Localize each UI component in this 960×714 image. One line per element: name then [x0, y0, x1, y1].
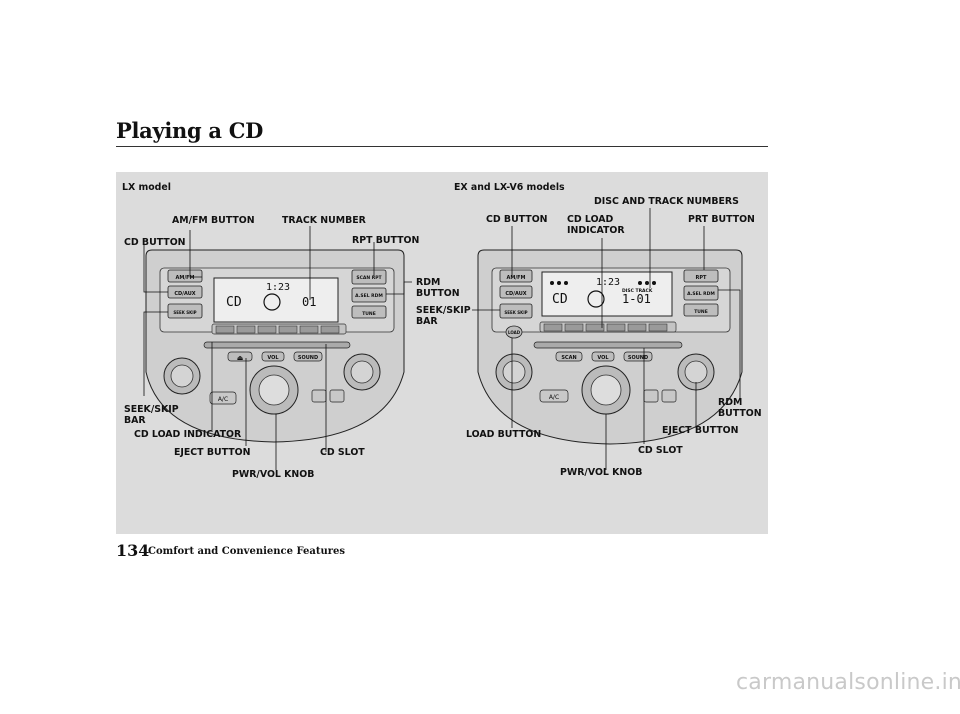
- radio-illustration: CD 01 1:23 AM/FM CD/AUX SEEK SKIP SCAN R…: [143, 208, 743, 470]
- lx-label-pwr-vol-knob: PWR/VOL KNOB: [232, 469, 315, 480]
- svg-text:⏏: ⏏: [237, 354, 244, 362]
- ex-heading: EX and LX-V6 models: [454, 182, 565, 193]
- lx-label-eject-button: EJECT BUTTON: [174, 447, 251, 458]
- svg-text:RPT: RPT: [696, 275, 708, 281]
- section-footer: Comfort and Convenience Features: [148, 546, 346, 557]
- svg-text:A/C: A/C: [549, 394, 559, 401]
- lx-label-seek-skip-bar: SEEK/SKIP BAR: [124, 404, 179, 426]
- ex-label-prt-button: PRT BUTTON: [688, 214, 755, 225]
- lx-display-track: 01: [302, 295, 316, 309]
- ex-label-seek-skip-bar: SEEK/SKIP BAR: [416, 305, 471, 327]
- lx-label-rdm-button: RDM BUTTON: [416, 277, 460, 299]
- ex-display-disc-track: 1-01: [622, 292, 651, 306]
- lx-label-rpt-button: RPT BUTTON: [352, 235, 420, 246]
- svg-text:A/C: A/C: [218, 396, 228, 403]
- svg-text:SEEK SKIP: SEEK SKIP: [504, 310, 527, 315]
- lx-leader-lines: [143, 226, 412, 470]
- svg-text:AM/FM: AM/FM: [506, 275, 525, 281]
- svg-text:SCAN: SCAN: [561, 355, 576, 361]
- page-number: 134: [116, 541, 150, 560]
- ex-display-time: 1:23: [596, 277, 620, 288]
- svg-text:DISC TRACK: DISC TRACK: [622, 288, 653, 294]
- lx-label-cd-slot: CD SLOT: [320, 447, 365, 458]
- svg-text:A.SEL RDM: A.SEL RDM: [687, 291, 715, 297]
- svg-text:VOL: VOL: [597, 355, 609, 361]
- svg-text:SOUND: SOUND: [298, 355, 318, 361]
- ex-radio-unit: CD 1-01 1:23 DISC TRACK AM/FM CD/AUX SEE…: [477, 249, 743, 445]
- svg-text:SCAN RPT: SCAN RPT: [356, 275, 382, 281]
- lx-display-time: 1:23: [266, 282, 290, 293]
- ex-disc-icon: [587, 290, 605, 308]
- ex-label-rdm-button: RDM BUTTON: [718, 397, 762, 419]
- lx-label-cd-button: CD BUTTON: [124, 237, 186, 248]
- lx-heading: LX model: [122, 182, 171, 193]
- lx-label-amfm-button: AM/FM BUTTON: [172, 215, 255, 226]
- svg-text:CD/AUX: CD/AUX: [505, 291, 526, 297]
- ex-label-cd-load-indicator: CD LOAD INDICATOR: [567, 214, 625, 236]
- svg-text:CD/AUX: CD/AUX: [174, 291, 195, 297]
- lx-label-track-number: TRACK NUMBER: [282, 215, 366, 226]
- title-rule: [116, 146, 768, 147]
- ex-label-cd-button: CD BUTTON: [486, 214, 548, 225]
- ex-label-load-button: LOAD BUTTON: [466, 429, 542, 440]
- ex-label-pwr-vol-knob: PWR/VOL KNOB: [560, 467, 643, 478]
- lx-disc-icon: [263, 293, 281, 311]
- lx-radio-unit: CD 01 1:23 AM/FM CD/AUX SEEK SKIP SCAN R…: [145, 249, 405, 443]
- svg-text:SOUND: SOUND: [628, 355, 648, 361]
- svg-text:AM/FM: AM/FM: [175, 275, 194, 281]
- ex-display-mode: CD: [552, 292, 568, 307]
- lx-label-cd-load-indicator: CD LOAD INDICATOR: [134, 429, 242, 440]
- lx-display-mode: CD: [226, 295, 242, 310]
- svg-text:LOAD: LOAD: [508, 330, 521, 335]
- page-title: Playing a CD: [116, 118, 264, 143]
- ex-label-cd-slot: CD SLOT: [638, 445, 683, 456]
- svg-text:SEEK SKIP: SEEK SKIP: [173, 310, 196, 315]
- svg-text:A.SEL RDM: A.SEL RDM: [355, 293, 383, 299]
- svg-text:TUNE: TUNE: [694, 309, 708, 315]
- site-watermark: carmanualsonline.info: [736, 670, 960, 695]
- ex-label-eject-button: EJECT BUTTON: [662, 425, 739, 436]
- svg-text:TUNE: TUNE: [362, 311, 376, 317]
- ex-label-disc-track-numbers: DISC AND TRACK NUMBERS: [594, 196, 739, 207]
- ex-leader-lines: [472, 208, 741, 470]
- svg-text:VOL: VOL: [267, 355, 279, 361]
